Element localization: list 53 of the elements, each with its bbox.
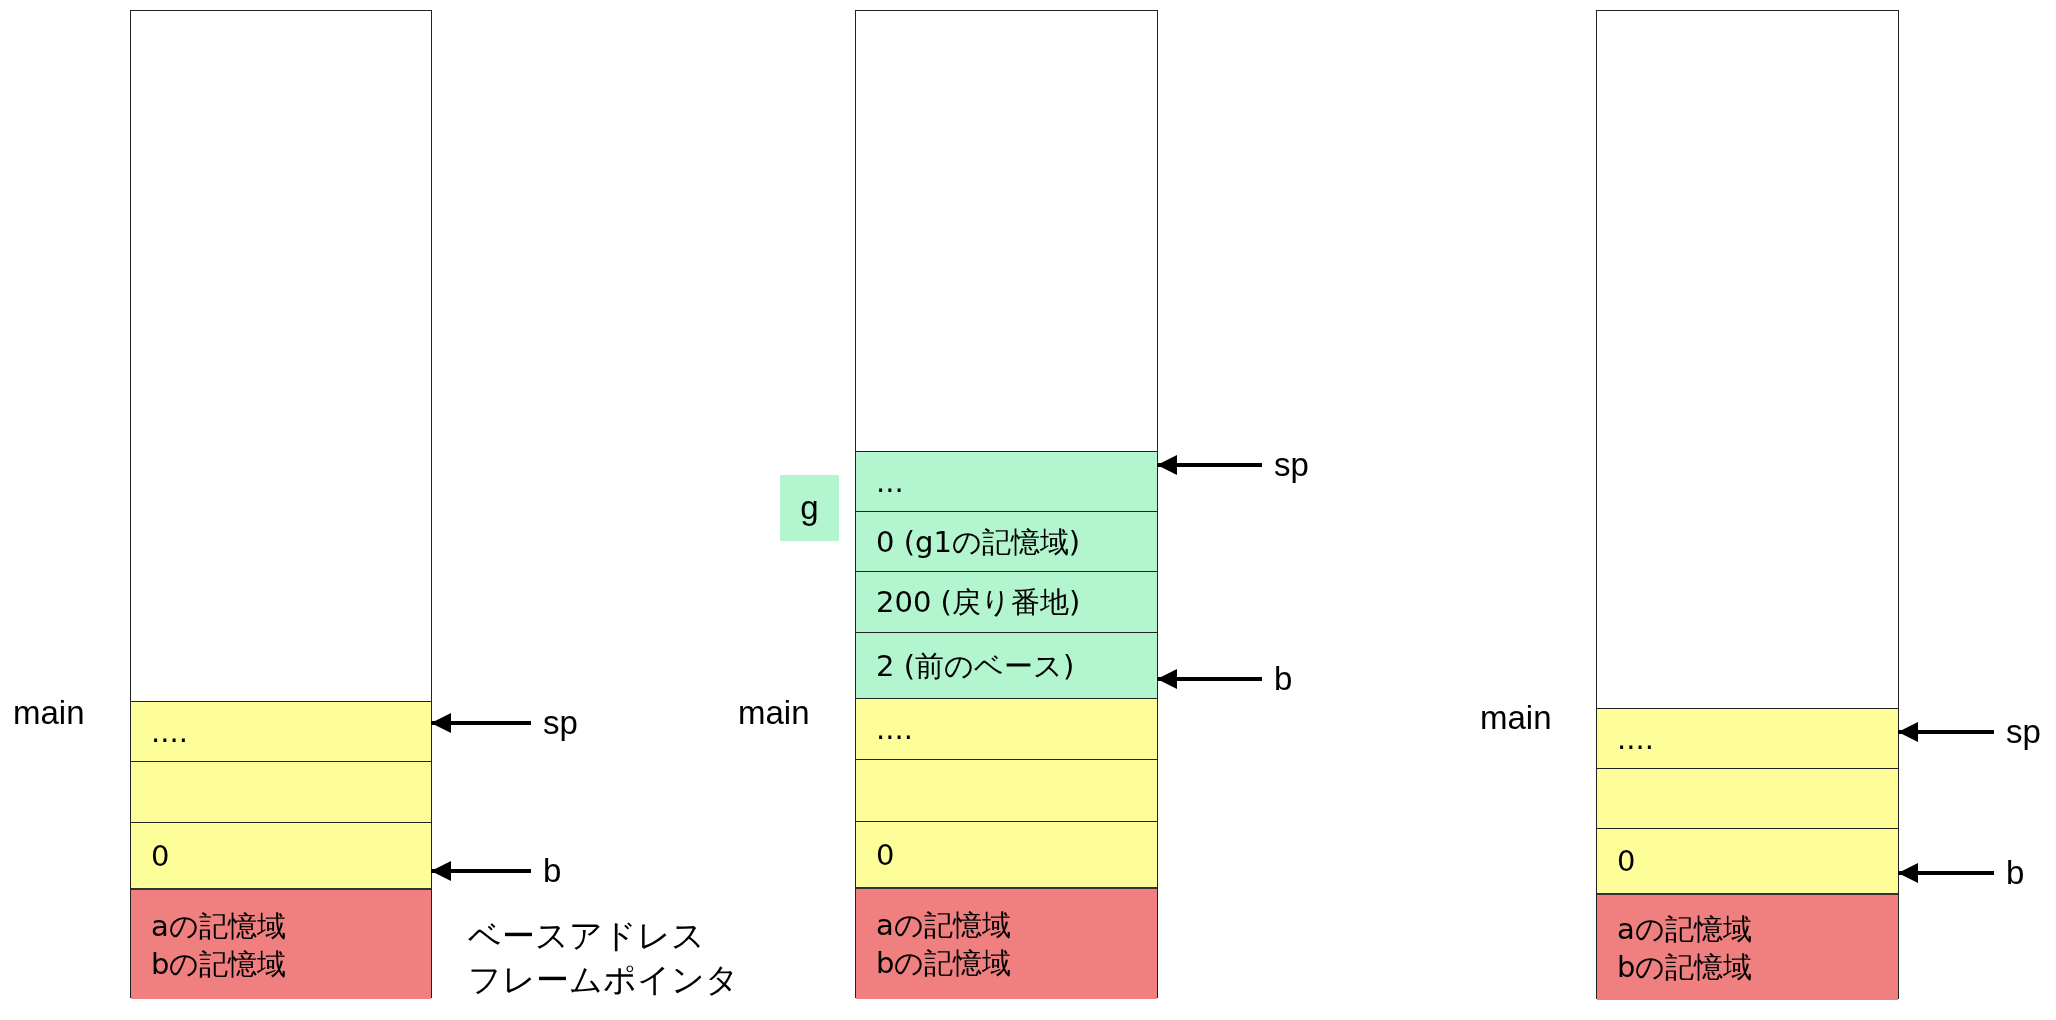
arrow [1157,455,1262,475]
frame-name: main [738,695,810,731]
cell-text: aの記憶域 [876,907,1011,944]
stack-column [855,10,1158,998]
stack-cell [856,821,1157,887]
empty-stack-cell [131,761,431,822]
stack-cell [1597,893,1898,1000]
stack-column [130,10,432,998]
arrow [431,861,531,881]
pointer-label: sp [531,705,578,741]
arrow [1898,863,1994,883]
stack-cell [131,888,431,999]
pointer-label: sp [1262,447,1309,483]
frame-name: main [13,695,85,731]
pointer-label: b [531,853,562,889]
stack-cell [856,887,1157,999]
cell-text: .... [876,711,913,748]
frame-name: main [1480,700,1552,736]
stack-cell [856,511,1157,571]
stack-cell [856,571,1157,632]
empty-stack-cell [856,759,1157,821]
pointer-label: b [1994,855,2025,891]
empty-stack-cell [1597,768,1898,828]
cell-text: .... [151,713,188,751]
arrow [431,713,531,733]
frame-label: g [780,475,839,541]
pointer-label: b [1262,661,1293,697]
cell-text: 0 [1617,843,1636,880]
cell-text: aの記憶域 [151,907,286,945]
cell-text: 0 [151,837,170,875]
cell-text: bの記憶域 [1617,948,1753,986]
cell-text: 200 (戻り番地) [876,584,1081,621]
stack-column [1596,10,1899,999]
cell-text: .... [1617,720,1654,758]
note-text: フレームポインタ [468,962,739,998]
stack-cell [1597,828,1898,893]
cell-text: bの記憶域 [876,945,1012,982]
arrow [1157,669,1262,689]
stack-cell [856,632,1157,698]
note-text: ベースアドレス [468,918,705,954]
cell-text: aの記憶域 [1617,910,1752,948]
stack-cell [131,822,431,888]
cell-text: ... [876,463,904,501]
cell-text: bの記憶域 [151,945,287,983]
cell-text: 0 [876,836,895,874]
stack-cell [1597,708,1898,768]
pointer-label: sp [1994,714,2041,750]
stack-cell [856,698,1157,759]
stack-cell [856,451,1157,511]
cell-text: 0 (g1の記憶域) [876,523,1081,561]
stack-cell [131,701,431,761]
cell-text: 2 (前のベース) [876,647,1075,685]
arrow [1898,722,1994,742]
